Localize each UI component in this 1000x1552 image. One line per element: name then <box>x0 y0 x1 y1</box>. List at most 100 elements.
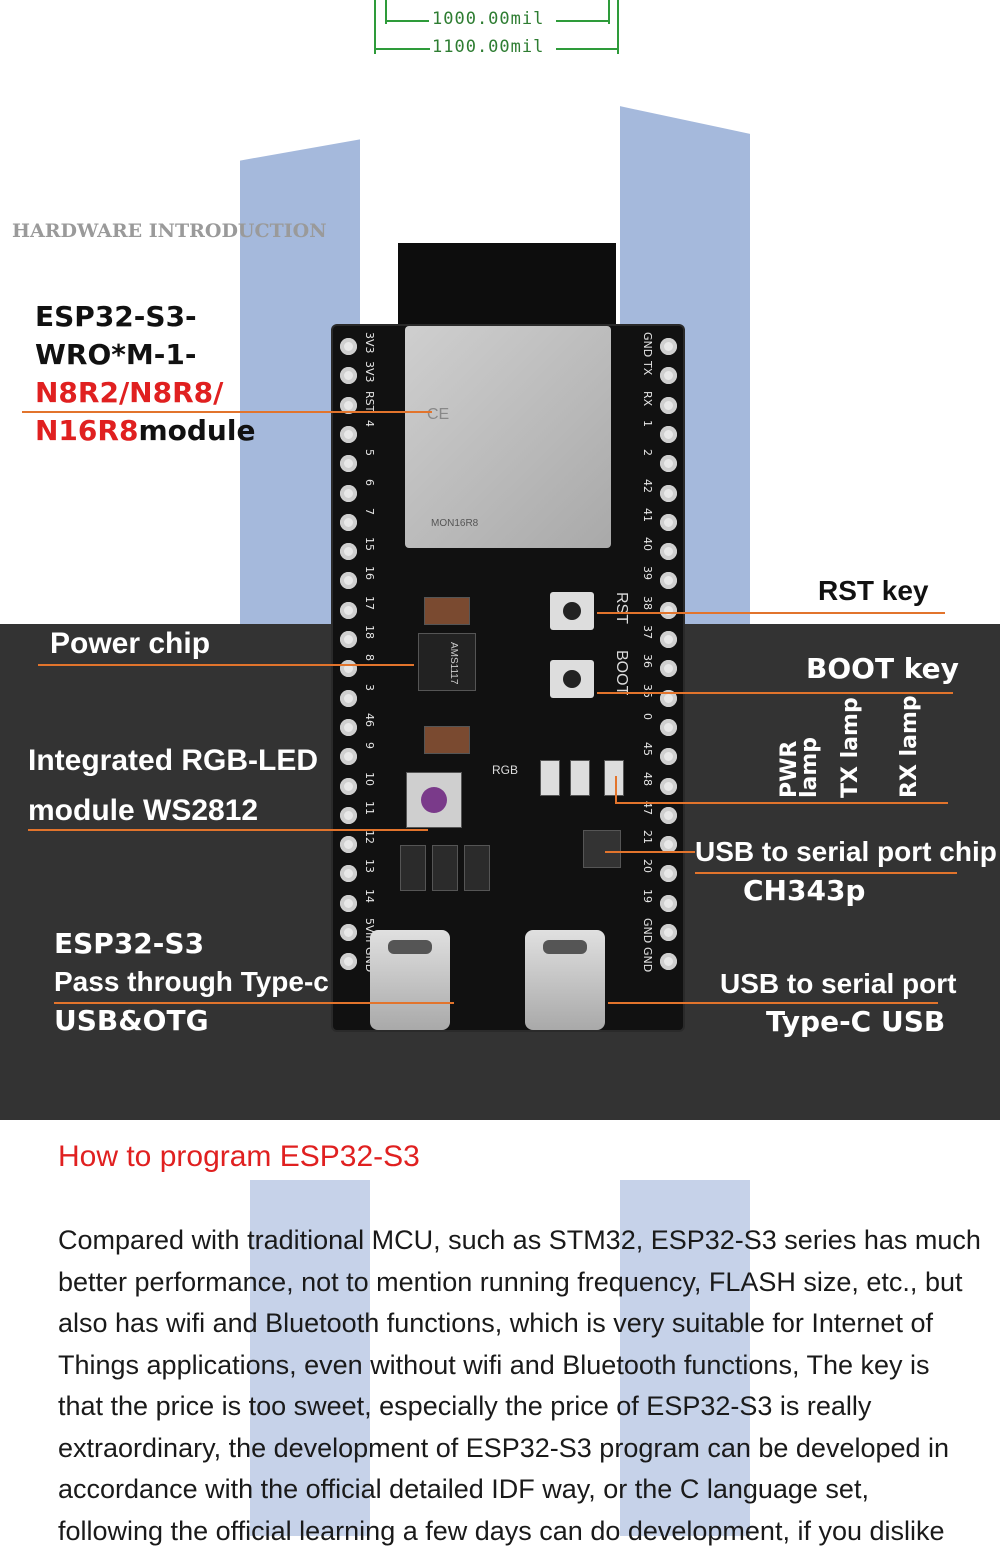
left-pin <box>340 485 357 502</box>
boot-key-label: BOOT key <box>806 652 959 685</box>
right-pin-label: 39 <box>641 566 654 580</box>
right-pin <box>660 397 677 414</box>
power-chip-label: Power chip <box>50 627 210 661</box>
article-line: that the price is too sweet, especially … <box>58 1386 968 1428</box>
right-pin <box>660 924 677 941</box>
rst-key-label: RST key <box>818 575 929 607</box>
regulator-marking: AMS1117 <box>448 642 459 684</box>
right-pin-label: 35 <box>641 684 654 698</box>
tx-lamp-led <box>570 760 590 796</box>
left-pin-label: 46 <box>363 713 376 727</box>
typec-otg-arrow <box>54 1002 454 1004</box>
article-line: better performance, not to mention runni… <box>58 1262 968 1304</box>
tx-lamp-label: TX lamp <box>838 697 863 798</box>
typec-otg-label-2: Pass through Type-c <box>54 966 329 998</box>
right-pin <box>660 338 677 355</box>
left-pin <box>340 836 357 853</box>
type-c-serial-port[interactable] <box>525 930 605 1030</box>
left-pin-label: 6 <box>363 479 376 486</box>
pwr-lamp-led <box>540 760 560 796</box>
fuse-component <box>424 597 470 625</box>
article-line: accordance with the official detailed ID… <box>58 1469 968 1511</box>
antenna-area <box>398 243 616 333</box>
usb-serial-port-arrow <box>608 1002 938 1004</box>
transistor-3 <box>464 845 490 891</box>
usb-serial-chip <box>583 830 621 868</box>
usb-serial-chip-label-1: USB to serial port chip <box>695 836 997 868</box>
right-pin-label: 21 <box>641 830 654 844</box>
right-pin <box>660 778 677 795</box>
right-pin-label: 1 <box>641 420 654 427</box>
left-pin-label: 13 <box>363 859 376 873</box>
usb-serial-port-label-2: Type-C USB <box>766 1005 945 1038</box>
right-pin <box>660 602 677 619</box>
right-pin-label: 19 <box>641 889 654 903</box>
rgb-led-label-2: module WS2812 <box>28 794 258 828</box>
right-pin <box>660 426 677 443</box>
pwr-lamp-label: PWR lamp <box>780 718 820 798</box>
left-pin-label: 12 <box>363 830 376 844</box>
lamps-arrow-riser <box>615 776 617 802</box>
right-pin-label: TX <box>641 361 654 375</box>
module-marking: MON16R8 <box>431 518 478 529</box>
module-label-line3: N8R2/N8R8/ <box>35 376 223 409</box>
dimension-outer-label: 1100.00mil <box>432 37 544 57</box>
article-line: Compared with traditional MCU, such as S… <box>58 1220 968 1262</box>
usb-serial-chip-label-2: CH343p <box>743 874 865 907</box>
typec-otg-label-1: ESP32-S3 <box>54 927 204 960</box>
transistor-1 <box>400 845 426 891</box>
right-pin <box>660 719 677 736</box>
left-pin <box>340 426 357 443</box>
wifi-module: MON16R8 CE <box>405 326 611 548</box>
left-pin-label: 16 <box>363 566 376 580</box>
right-pin-label: 2 <box>641 449 654 456</box>
right-pin-label: RX <box>641 391 654 406</box>
right-pin <box>660 895 677 912</box>
left-pin-label: 15 <box>363 537 376 551</box>
right-pin <box>660 485 677 502</box>
left-pin-label: 18 <box>363 625 376 639</box>
right-pin-label: GND <box>641 918 654 943</box>
right-pin-label: 48 <box>641 772 654 786</box>
rgb-led-label-1: Integrated RGB-LED <box>28 744 318 778</box>
left-pin <box>340 719 357 736</box>
article-line: also has wifi and Bluetooth functions, w… <box>58 1303 968 1345</box>
module-arrow <box>22 411 432 413</box>
right-pin <box>660 543 677 560</box>
right-pin <box>660 514 677 531</box>
regulator-chip: AMS1117 <box>418 633 476 691</box>
right-pin-label: 20 <box>641 859 654 873</box>
left-pin <box>340 543 357 560</box>
left-pin <box>340 924 357 941</box>
rx-lamp-led <box>604 760 624 796</box>
left-pin <box>340 895 357 912</box>
right-pin-label: 45 <box>641 742 654 756</box>
article-line: Things applications, even without wifi a… <box>58 1345 968 1387</box>
type-c-otg-port[interactable] <box>370 930 450 1030</box>
rgb-led-arrow <box>28 829 428 831</box>
left-pin-label: 17 <box>363 596 376 610</box>
left-pin-label: 7 <box>363 508 376 515</box>
rgb-silkscreen: RGB <box>492 763 518 777</box>
left-pin-label: RST <box>363 391 376 412</box>
left-pin-label: 5 <box>363 449 376 456</box>
right-pin-label: GND <box>641 947 654 972</box>
right-pin-label: 37 <box>641 625 654 639</box>
rst-key-button[interactable] <box>550 592 594 630</box>
left-pin <box>340 514 357 531</box>
rst-silkscreen: RST <box>612 592 630 624</box>
left-pin-label: 3V3 <box>363 361 376 383</box>
left-pin-label: 8 <box>363 654 376 661</box>
left-pin-label: 3 <box>363 684 376 691</box>
left-pin-label: 9 <box>363 742 376 749</box>
right-pin <box>660 807 677 824</box>
boot-silkscreen: BOOT <box>612 650 630 695</box>
rst-key-arrow <box>597 612 945 614</box>
capacitor-component <box>424 726 470 754</box>
right-pin <box>660 631 677 648</box>
ce-mark-icon: CE <box>427 406 449 424</box>
module-label-line2: WRO*M-1- <box>35 338 196 371</box>
boot-key-button[interactable] <box>550 660 594 698</box>
left-pin-label: 11 <box>363 801 376 815</box>
boot-key-arrow <box>597 692 953 694</box>
